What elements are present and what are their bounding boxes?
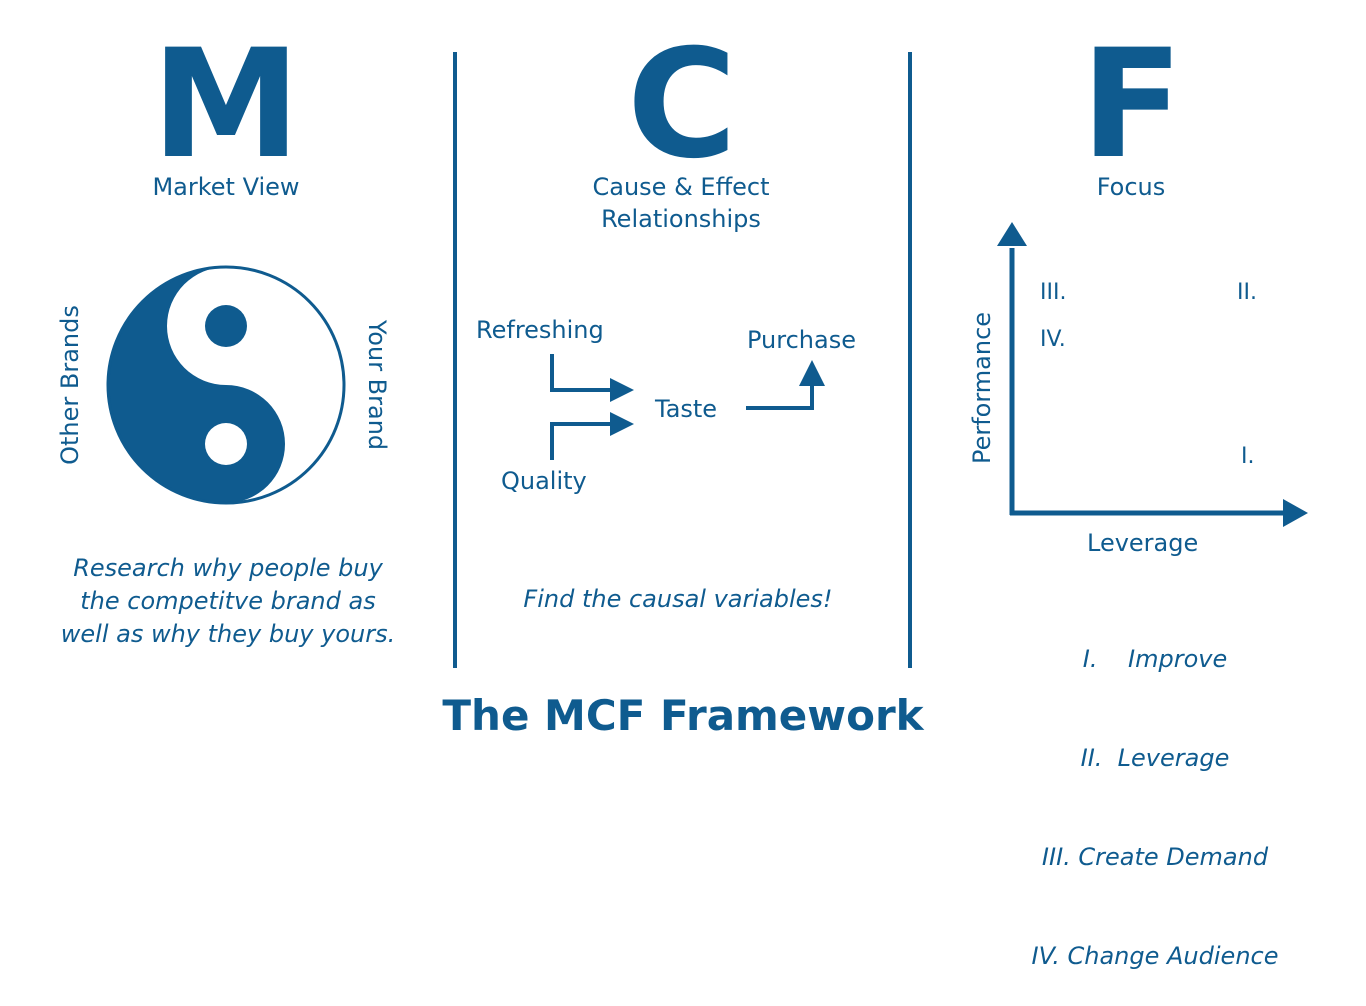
other-brands-label: Other Brands [56,305,84,465]
cause-letter: C [626,18,738,192]
cause-note: Find the causal variables! [523,585,833,613]
cause-title: Cause & Effect Relationships [540,171,822,235]
quadrant-mark-iii: III. [1040,280,1067,305]
quadrant-mark-ii: II. [1237,280,1257,305]
column-divider-right [908,52,912,668]
market-note-line: Research why people buy [73,554,383,582]
market-note-line: the competitve brand as [80,587,376,615]
focus-letter: F [1080,18,1184,192]
cause-title-line: Relationships [601,205,761,233]
arrow-head-icon [799,360,825,386]
your-brand-label: Your Brand [363,319,391,451]
column-divider-left [453,52,457,668]
leverage-label: Leverage [1087,529,1199,557]
right-arrow-icon [1283,499,1308,527]
market-letter: M [151,18,301,192]
legend-line: III. Create Demand [1041,843,1269,871]
refreshing-arrow [550,354,612,392]
quality-arrow [550,422,612,460]
purchase-node: Purchase [747,326,856,354]
market-note-line: well as why they buy yours. [60,620,396,648]
taste-node: Taste [655,395,718,423]
legend-line: I. Improve [1082,645,1228,673]
performance-label: Performance [968,311,996,465]
quality-node: Quality [501,467,587,495]
quadrant-mark-iv: IV. [1040,327,1066,352]
market-title: Market View [152,173,300,201]
yin-yang-icon [106,265,346,505]
focus-title: Focus [1096,173,1166,201]
cause-arrows [550,354,825,460]
focus-axes [997,222,1308,527]
taste-arrow [746,384,814,410]
legend-line: IV. Change Audience [1031,942,1279,970]
up-arrow-icon [997,222,1027,246]
market-note: Research why people buy the competitve b… [20,552,436,651]
quadrant-mark-i: I. [1241,444,1255,469]
arrow-head-icon [610,412,634,436]
cause-title-line: Cause & Effect [592,173,770,201]
framework-title: The MCF Framework [442,691,924,740]
refreshing-node: Refreshing [476,316,604,344]
focus-legend: I. Improve II. Leverage III. Create Dema… [990,577,1320,1006]
arrow-head-icon [610,378,634,402]
legend-line: II. Leverage [1080,744,1230,772]
